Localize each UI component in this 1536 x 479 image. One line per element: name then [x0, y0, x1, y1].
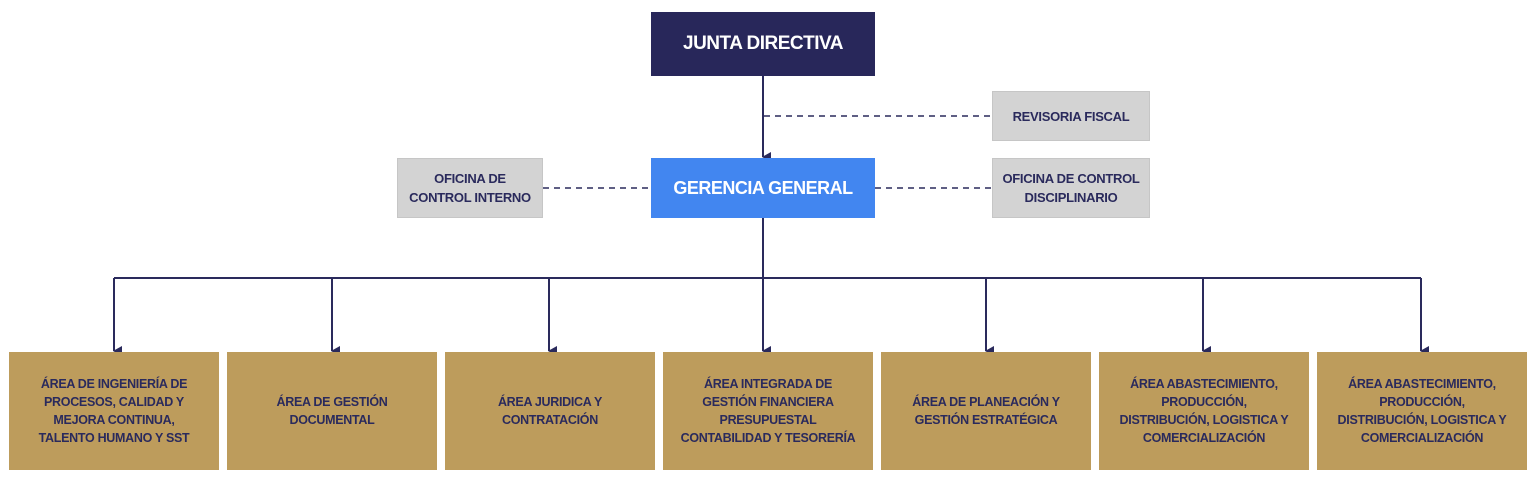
internal-control-node: OFICINA DE CONTROL INTERNO	[397, 158, 543, 218]
area-label: ÁREA ABASTECIMIENTO, PRODUCCIÓN, DISTRIB…	[1337, 377, 1507, 445]
area-node: ÁREA JURIDICA Y CONTRATACIÓN	[445, 352, 655, 470]
area-label: ÁREA INTEGRADA DE GESTIÓN FINANCIERA PRE…	[680, 377, 856, 445]
board-label: JUNTA DIRECTIVA	[683, 33, 843, 54]
fiscal-node: REVISORIA FISCAL	[992, 91, 1150, 141]
fiscal-label: REVISORIA FISCAL	[1012, 108, 1130, 124]
area-label: ÁREA ABASTECIMIENTO, PRODUCCIÓN, DISTRIB…	[1119, 377, 1289, 445]
internal-control-label: OFICINA DE CONTROL INTERNO	[409, 171, 531, 205]
board-node: JUNTA DIRECTIVA	[651, 12, 875, 76]
area-label: ÁREA DE PLANEACIÓN Y GESTIÓN ESTRATÉGICA	[912, 395, 1060, 427]
disciplinary-control-node: OFICINA DE CONTROL DISCIPLINARIO	[992, 158, 1150, 218]
manager-label: GERENCIA GENERAL	[673, 177, 853, 198]
manager-node: GERENCIA GENERAL	[651, 158, 875, 218]
area-node: ÁREA ABASTECIMIENTO, PRODUCCIÓN, DISTRIB…	[1317, 352, 1527, 470]
area-label: ÁREA DE GESTIÓN DOCUMENTAL	[276, 395, 388, 427]
area-label: ÁREA JURIDICA Y CONTRATACIÓN	[497, 395, 603, 427]
area-node: ÁREA DE PLANEACIÓN Y GESTIÓN ESTRATÉGICA	[881, 352, 1091, 470]
disciplinary-control-label: OFICINA DE CONTROL DISCIPLINARIO	[1002, 171, 1140, 205]
area-node: ÁREA DE INGENIERÍA DE PROCESOS, CALIDAD …	[9, 352, 219, 470]
area-label: ÁREA DE INGENIERÍA DE PROCESOS, CALIDAD …	[38, 377, 190, 445]
area-node: ÁREA ABASTECIMIENTO, PRODUCCIÓN, DISTRIB…	[1099, 352, 1309, 470]
area-node: ÁREA INTEGRADA DE GESTIÓN FINANCIERA PRE…	[663, 352, 873, 470]
area-node: ÁREA DE GESTIÓN DOCUMENTAL	[227, 352, 437, 470]
